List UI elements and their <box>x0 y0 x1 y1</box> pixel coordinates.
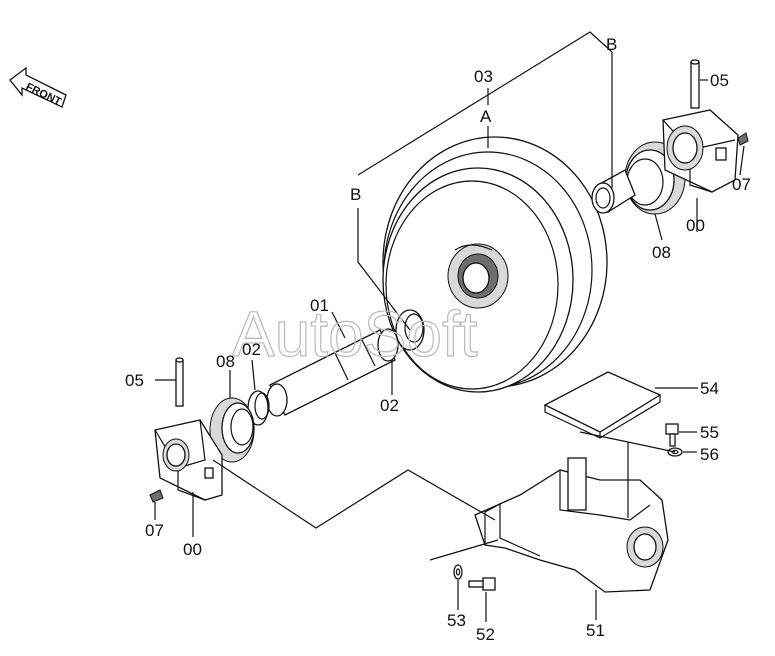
label-00-left: 00 <box>183 540 202 559</box>
label-53: 53 <box>447 611 466 630</box>
label-05-right: 05 <box>710 71 729 90</box>
label-b-top: B <box>606 35 617 54</box>
label-b-left: B <box>350 185 361 204</box>
idler-wheel <box>382 136 608 393</box>
label-02-center: 02 <box>380 396 399 415</box>
label-00-right: 00 <box>686 216 705 235</box>
plate <box>543 371 662 439</box>
seal-left <box>209 397 255 463</box>
label-a: A <box>480 107 492 126</box>
bolt-top <box>665 423 679 447</box>
label-05-left: 05 <box>125 371 144 390</box>
support <box>474 457 669 593</box>
label-07-left: 07 <box>145 521 164 540</box>
label-08-left: 08 <box>216 352 235 371</box>
label-51: 51 <box>586 621 605 640</box>
label-03: 03 <box>474 67 493 86</box>
washer-bottom <box>453 564 463 580</box>
label-07-right: 07 <box>732 175 751 194</box>
shaft <box>266 328 399 417</box>
front-arrow-icon: FRONT <box>9 66 67 108</box>
pin-left <box>175 357 184 407</box>
plug-right <box>737 132 749 146</box>
plug-left <box>149 489 164 503</box>
label-56: 56 <box>700 445 719 464</box>
label-08-right: 08 <box>652 243 671 262</box>
label-01: 01 <box>310 296 329 315</box>
bracket-left <box>154 419 223 501</box>
watermark-text: AutoSoft <box>232 298 478 370</box>
bolt-bottom <box>468 577 496 591</box>
label-54: 54 <box>700 379 719 398</box>
label-02-left: 02 <box>242 340 261 359</box>
pin-right <box>690 59 700 109</box>
bracket-right <box>662 109 739 193</box>
label-55: 55 <box>700 423 719 442</box>
label-52: 52 <box>476 625 495 644</box>
leader-lines <box>154 31 745 622</box>
